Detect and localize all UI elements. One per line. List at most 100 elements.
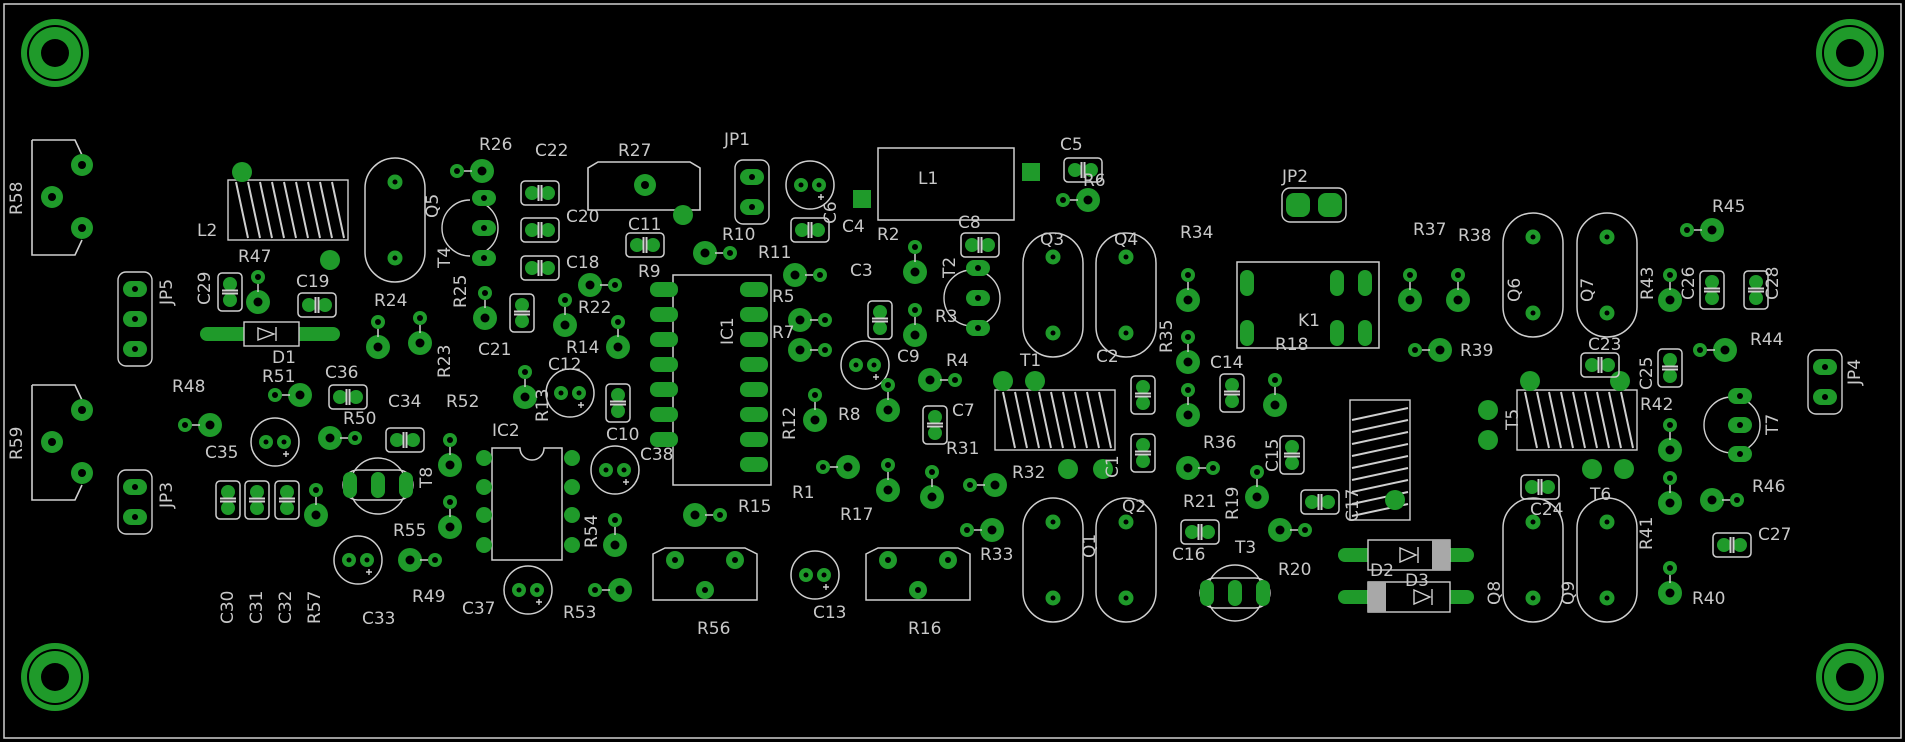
resistor-r17 — [875, 457, 901, 503]
transistor-q4 — [1095, 232, 1157, 358]
resistor-r37 — [1397, 267, 1423, 313]
label-r24: R24 — [374, 291, 407, 311]
label-c9: C9 — [897, 347, 920, 367]
label-c36: C36 — [325, 363, 359, 383]
label-jp3: JP3 — [157, 482, 177, 509]
label-c1: C1 — [1103, 455, 1123, 478]
label-r53: R53 — [563, 603, 596, 623]
ecap-c38 — [590, 445, 640, 495]
diode-d1 — [200, 321, 340, 347]
cap-c16 — [1180, 519, 1220, 545]
transistor-q7 — [1576, 212, 1638, 338]
label-c30: C30 — [218, 590, 238, 624]
label-r36: R36 — [1203, 433, 1236, 453]
label-d2: D2 — [1370, 561, 1394, 581]
jumper-jp4 — [1807, 349, 1843, 415]
mounting-hole-br — [1816, 643, 1884, 711]
label-q7: Q7 — [1578, 278, 1598, 302]
label-c23: C23 — [1588, 335, 1622, 355]
trimmer-r27 — [587, 161, 701, 225]
relay-k1 — [1236, 261, 1380, 349]
label-r59: R59 — [7, 427, 27, 460]
resistor-r4 — [917, 367, 963, 393]
resistor-r45 — [1679, 217, 1725, 243]
label-r51: R51 — [262, 367, 295, 387]
label-c32: C32 — [276, 590, 296, 624]
label-q9: Q9 — [1559, 581, 1579, 605]
resistor-r33 — [959, 517, 1005, 543]
label-r16: R16 — [908, 619, 941, 639]
resistor-r1 — [815, 454, 861, 480]
label-c33: C33 — [362, 609, 396, 629]
resistor-r11 — [782, 262, 828, 288]
label-r12: R12 — [780, 407, 800, 440]
resistor-r53 — [587, 577, 633, 603]
ic1-chip — [650, 274, 772, 486]
label-c7: C7 — [952, 401, 975, 421]
resistor-r26 — [449, 158, 495, 184]
resistor-r46 — [1699, 487, 1745, 513]
label-ic2: IC2 — [492, 421, 520, 441]
label-r10: R10 — [722, 225, 755, 245]
jumper-jp3 — [117, 469, 153, 535]
cap-c22 — [520, 180, 560, 206]
resistor-r42 — [1657, 417, 1683, 463]
label-t5: T5 — [1503, 409, 1523, 431]
label-c11: C11 — [628, 215, 662, 235]
cap-c29 — [217, 272, 243, 312]
cap-c7 — [922, 405, 948, 445]
label-r9: R9 — [638, 262, 661, 282]
label-jp5: JP5 — [157, 279, 177, 306]
label-r1: R1 — [792, 483, 815, 503]
resistor-r18a — [577, 272, 623, 298]
label-c28: C28 — [1763, 266, 1783, 300]
resistor-r21 — [1175, 455, 1221, 481]
label-jp4: JP4 — [1845, 359, 1865, 386]
label-r27: R27 — [618, 141, 651, 161]
label-c3: C3 — [850, 261, 873, 281]
resistor-r23 — [407, 310, 433, 356]
transistor-t3 — [1199, 564, 1271, 622]
label-r25: R25 — [451, 275, 471, 308]
resistor-r32a — [962, 472, 1008, 498]
resistor-r20 — [1267, 517, 1313, 543]
label-r11: R11 — [758, 243, 791, 263]
label-r7: R7 — [772, 323, 795, 343]
label-r49: R49 — [412, 587, 445, 607]
label-r35: R35 — [1157, 320, 1177, 353]
connector-r59 — [31, 384, 93, 501]
resistor-r2 — [902, 239, 928, 285]
label-c13: C13 — [813, 603, 847, 623]
transistor-t7 — [1703, 388, 1761, 462]
label-r31: R31 — [946, 439, 979, 459]
trimmer-r56 — [652, 547, 758, 601]
ecap-c13 — [790, 550, 840, 600]
resistor-r14 — [605, 314, 631, 360]
label-c15: C15 — [1263, 438, 1283, 472]
cap-c27 — [1712, 532, 1752, 558]
transistor-q1 — [1022, 497, 1084, 623]
label-c26: C26 — [1679, 266, 1699, 300]
mounting-hole-tr — [1816, 19, 1884, 87]
label-c2: C2 — [1096, 347, 1119, 367]
label-r21: R21 — [1183, 492, 1216, 512]
label-r33: R33 — [980, 545, 1013, 565]
label-r32: R32 — [1012, 463, 1045, 483]
label-jp2: JP2 — [1281, 167, 1308, 187]
label-r37: R37 — [1413, 220, 1446, 240]
label-q2: Q2 — [1122, 497, 1146, 517]
resistor-r25 — [472, 285, 498, 331]
label-r50: R50 — [343, 409, 376, 429]
transistor-t2 — [943, 260, 1001, 336]
label-c35: C35 — [205, 443, 239, 463]
cap-c36 — [328, 384, 368, 410]
label-c25: C25 — [1637, 356, 1657, 390]
resistor-r18 — [1262, 372, 1288, 418]
cap-c34 — [385, 427, 425, 453]
label-c21: C21 — [478, 340, 512, 360]
cap-c23 — [1580, 352, 1620, 378]
label-r46: R46 — [1752, 477, 1785, 497]
cap-c25 — [1657, 348, 1683, 388]
label-r13: R13 — [533, 389, 553, 422]
